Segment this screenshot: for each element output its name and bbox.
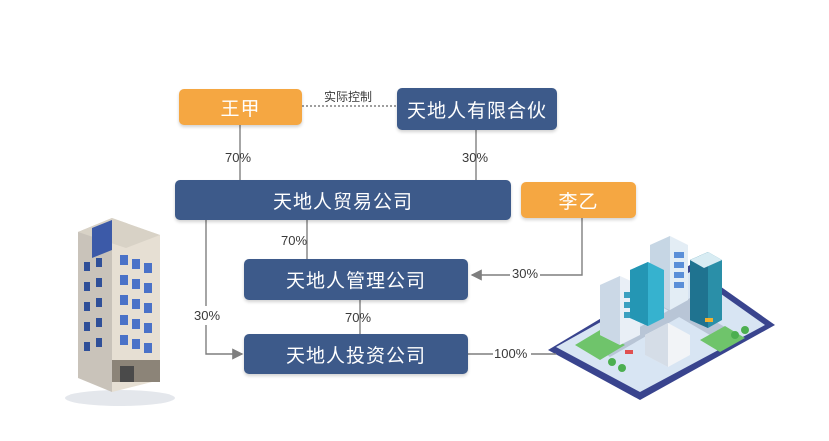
label-liyi-management: 30% (510, 266, 541, 281)
node-wangjia: 王甲 (179, 89, 302, 125)
label-wangjia-trade: 70% (225, 150, 252, 165)
node-management-company: 天地人管理公司 (244, 259, 468, 300)
label-management-investment: 70% (345, 310, 372, 325)
label-trade-management: 70% (281, 233, 308, 248)
label-actual-control: 实际控制 (324, 90, 373, 104)
node-investment-company: 天地人投资公司 (244, 334, 468, 374)
label-trade-investment: 30% (194, 306, 221, 325)
label-investment-city: 100% (494, 346, 528, 361)
node-trade-company: 天地人贸易公司 (175, 180, 511, 220)
label-partnership-trade: 30% (462, 150, 489, 165)
node-liyi: 李乙 (521, 182, 636, 218)
node-partnership: 天地人有限合伙 (397, 88, 557, 130)
